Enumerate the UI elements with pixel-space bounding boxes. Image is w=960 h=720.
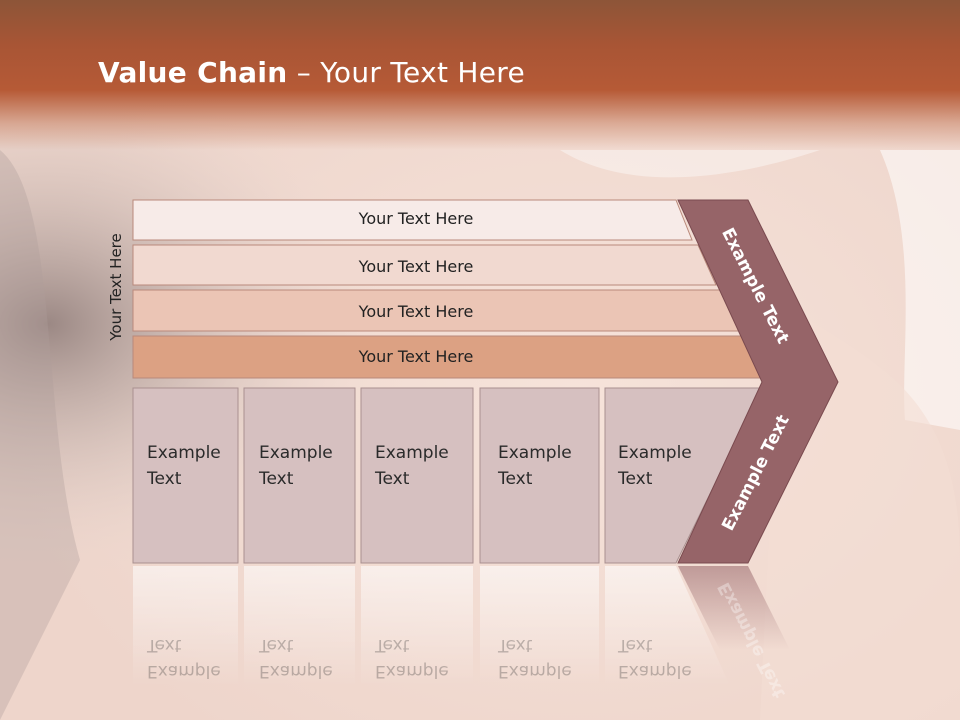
title-banner: [0, 0, 960, 150]
slide-title: Value Chain – Your Text Here: [98, 56, 525, 89]
box-2-line1: Example: [259, 443, 333, 463]
box-3-label-reflection: Example Text: [375, 632, 449, 684]
chevron-reflection: [678, 566, 808, 686]
box-3-line2: Text: [375, 469, 410, 489]
bar-2-label: Your Text Here: [358, 257, 474, 276]
title-rest: – Your Text Here: [287, 56, 526, 89]
box-4-label-reflection: Example Text: [498, 632, 572, 684]
box-2-reflection: [244, 566, 355, 686]
chevron-shape: [677, 199, 839, 564]
bar-1: [132, 199, 693, 241]
box-2: [243, 387, 356, 564]
box-1-refl-line2: Text: [147, 635, 182, 655]
box-4-line2: Text: [498, 469, 533, 489]
box-5-refl-line1: Example: [618, 661, 692, 681]
box-3-refl-line1: Example: [375, 661, 449, 681]
box-2-label-reflection: Example Text: [259, 632, 333, 684]
bar-1-label: Your Text Here: [358, 209, 474, 228]
box-5-line2: Text: [618, 469, 653, 489]
box-1-reflection: [133, 566, 238, 686]
box-1-refl-line1: Example: [147, 661, 221, 681]
bar-3-label: Your Text Here: [358, 302, 474, 321]
box-2-refl-line1: Example: [259, 661, 333, 681]
box-1-line1: Example: [147, 443, 221, 463]
box-5-label-reflection: Example Text: [618, 632, 692, 684]
box-1: [132, 387, 239, 564]
box-5-line1: Example: [618, 443, 692, 463]
box-4-refl-line1: Example: [498, 661, 572, 681]
box-4-line1: Example: [498, 443, 572, 463]
box-4-refl-line2: Text: [498, 635, 533, 655]
box-5: [604, 387, 763, 564]
box-1-line2: Text: [147, 469, 182, 489]
box-2-refl-line2: Text: [259, 635, 294, 655]
box-3-reflection: [361, 566, 473, 686]
box-3-line1: Example: [375, 443, 449, 463]
title-bold: Value Chain: [98, 56, 288, 89]
box-2-line2: Text: [259, 469, 294, 489]
box-4-reflection: [480, 566, 599, 686]
bar-2: [132, 244, 717, 286]
box-3: [360, 387, 474, 564]
box-5-refl-line2: Text: [618, 635, 653, 655]
bar-4-label: Your Text Here: [358, 347, 474, 366]
box-4: [479, 387, 600, 564]
box-3-refl-line2: Text: [375, 635, 410, 655]
box-5-reflection: [605, 566, 730, 686]
box-1-label-reflection: Example Text: [147, 632, 221, 684]
